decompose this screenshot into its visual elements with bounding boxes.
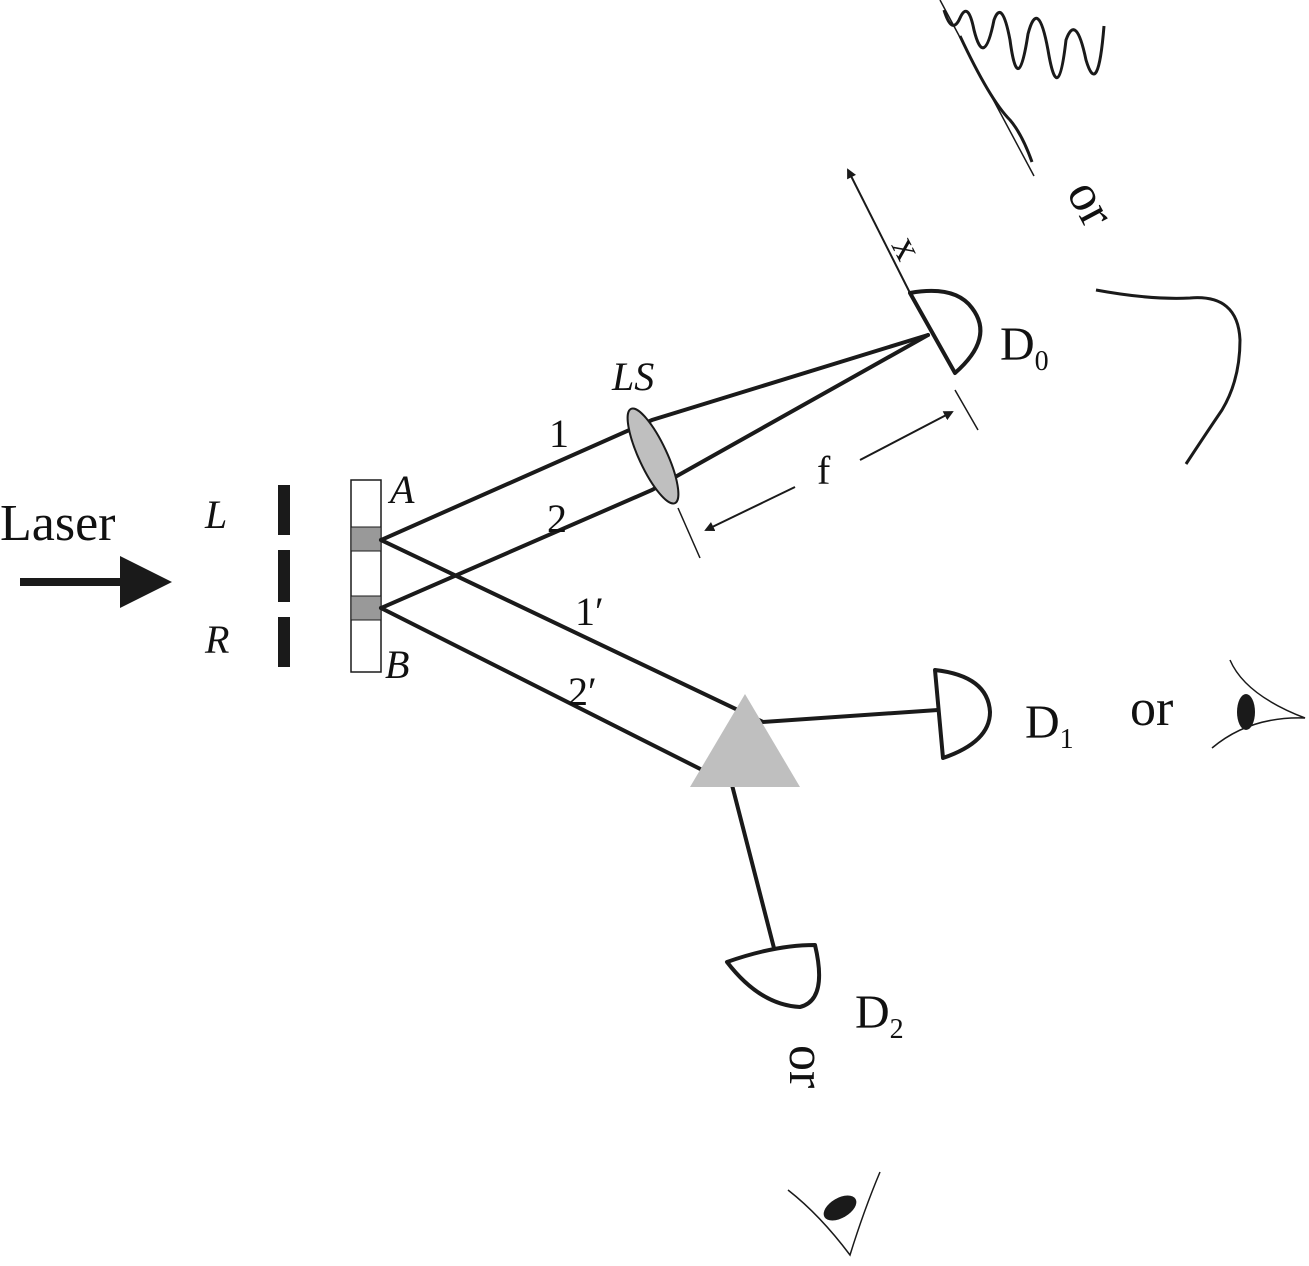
or-label-d0-top: or [1055, 171, 1126, 236]
beam-2 [379, 333, 930, 610]
laser-arrow [20, 556, 172, 608]
d2-name: D [855, 986, 890, 1039]
path-1-label: 1 [549, 411, 569, 456]
laser-label: Laser [0, 495, 115, 552]
lens-label: LS [611, 354, 654, 399]
eye-d1 [1211, 659, 1306, 749]
point-a-label: A [387, 467, 415, 512]
path-2p-label: 2′ [568, 669, 597, 714]
detector-d0-label: D0 [1000, 318, 1049, 377]
d1-name: D [1025, 696, 1060, 749]
x-axis-label: x [883, 229, 932, 267]
source-crystal [350, 479, 382, 673]
d2-subscript: 2 [890, 1014, 904, 1045]
lens [626, 407, 680, 505]
slit-right-label: R [204, 617, 229, 662]
d0-name: D [1000, 318, 1035, 371]
detector-d1-label: D1 [1025, 696, 1074, 755]
focal-length-marker [677, 389, 979, 559]
path-1p-label: 1′ [575, 589, 604, 634]
or-label-d1: or [1130, 680, 1173, 737]
prism [690, 694, 800, 787]
eye-d2 [787, 1171, 881, 1257]
d1-subscript: 1 [1060, 724, 1074, 755]
path-2-label: 2 [547, 496, 567, 541]
detector-d1 [933, 668, 992, 760]
slit-left-label: L [204, 492, 227, 537]
interference-pattern [942, 9, 1106, 79]
beam-1-prime [379, 538, 940, 725]
point-b-label: B [385, 642, 409, 687]
detector-d0 [908, 288, 983, 375]
diffraction-pattern [1095, 288, 1242, 465]
focal-length-label: f [817, 448, 831, 493]
detector-d2 [725, 943, 822, 1009]
beam-1 [379, 333, 930, 542]
interference-pattern-tail [958, 35, 1034, 163]
x-axis-arrow [847, 168, 911, 294]
or-label-d2: or [778, 1045, 835, 1088]
d0-subscript: 0 [1035, 346, 1049, 377]
detector-d2-label: D2 [855, 986, 904, 1045]
pattern-baseline [939, 0, 1035, 177]
slit-barrier [278, 485, 290, 667]
